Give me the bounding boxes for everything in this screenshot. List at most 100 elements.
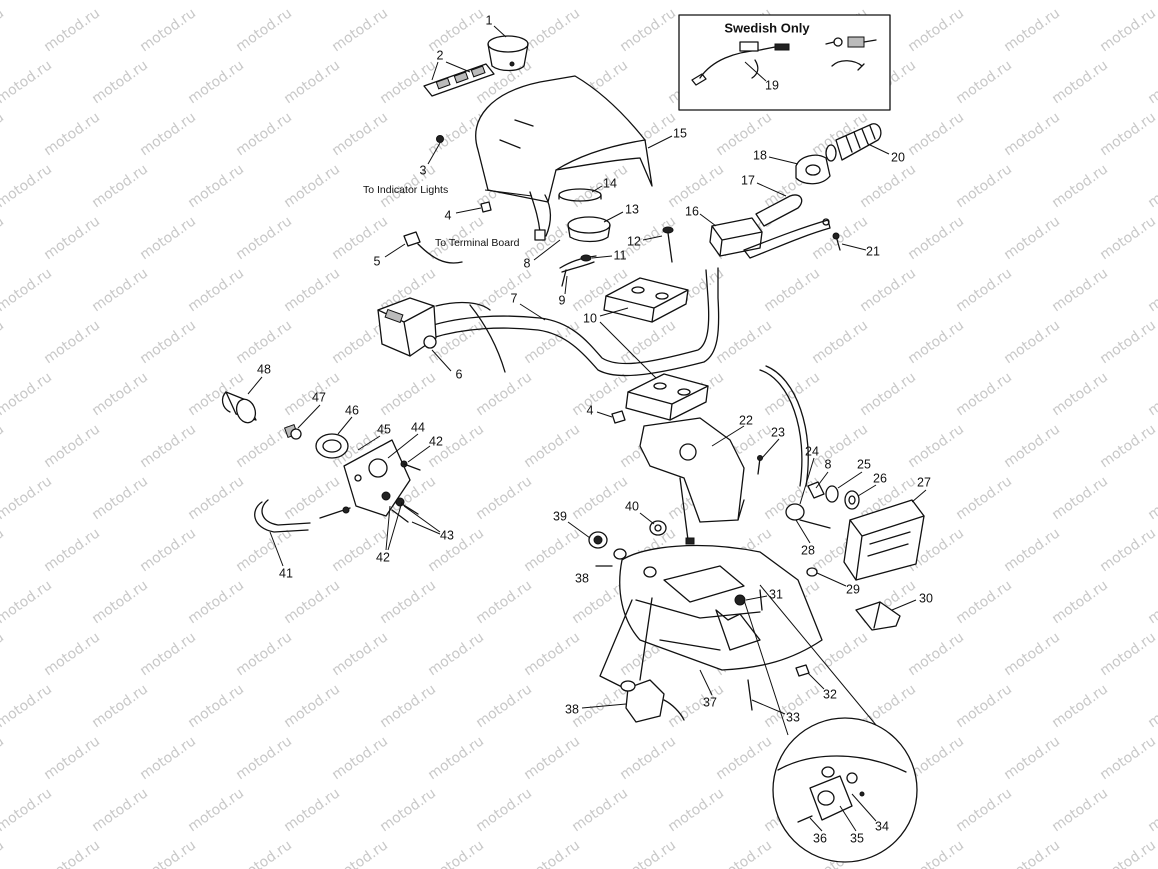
watermark-text: motod.ru	[953, 57, 1015, 107]
watermark-text: motod.ru	[137, 629, 199, 679]
watermark-text: motod.ru	[329, 213, 391, 263]
callout-38-lower: 38	[565, 702, 579, 716]
watermark-text: motod.ru	[233, 109, 295, 159]
callout-24: 24	[805, 444, 819, 458]
watermark-text: motod.ru	[41, 109, 103, 159]
watermark-text: motod.ru	[41, 317, 103, 367]
watermark-text: motod.ru	[0, 109, 7, 159]
inset-title: Swedish Only	[724, 20, 810, 35]
watermark-text: motod.ru	[281, 785, 343, 835]
watermark-text: motod.ru	[1049, 161, 1111, 211]
part-2-indicator-strip	[423, 63, 495, 97]
watermark-text: motod.ru	[905, 213, 967, 263]
callout-23: 23	[771, 425, 785, 439]
callout-40: 40	[625, 499, 639, 513]
callout-5: 5	[374, 254, 381, 268]
part-38-switch-lower	[620, 679, 685, 723]
watermark-text: motod.ru	[473, 577, 535, 627]
watermark-text: motod.ru	[0, 681, 55, 731]
watermark-text: motod.ru	[185, 785, 247, 835]
watermark-text: motod.ru	[185, 681, 247, 731]
watermark-text: motod.ru	[137, 109, 199, 159]
watermark-text: motod.ru	[953, 369, 1015, 419]
watermark-text: motod.ru	[0, 837, 7, 869]
watermark-text: motod.ru	[521, 525, 583, 575]
watermark-text: motod.ru	[425, 5, 487, 55]
part-10-riser-clamp-bottom	[625, 373, 709, 421]
watermark-text: motod.ru	[617, 317, 679, 367]
watermark-text: motod.ru	[905, 317, 967, 367]
leader-lines	[247, 25, 927, 832]
callout-45: 45	[377, 422, 391, 436]
watermark-text: motod.ru	[1049, 473, 1111, 523]
watermark-text: motod.ru	[1097, 5, 1158, 55]
indicator-wiring	[529, 191, 552, 241]
callout-20: 20	[891, 150, 905, 164]
part-37-lower-cover	[619, 544, 823, 671]
watermark-text: motod.ru	[1145, 785, 1158, 835]
watermark-text: motod.ru	[953, 681, 1015, 731]
watermark-text: motod.ru	[1097, 629, 1158, 679]
watermark-text: motod.ru	[89, 57, 151, 107]
watermark-text: motod.ru	[425, 629, 487, 679]
watermark-text: motod.ru	[137, 525, 199, 575]
watermark-text: motod.ru	[1145, 473, 1158, 523]
callout-30: 30	[919, 591, 933, 605]
watermark-text: motod.ru	[617, 5, 679, 55]
watermark-text: motod.ru	[1049, 577, 1111, 627]
watermark-text: motod.ru	[329, 733, 391, 783]
callout-6: 6	[456, 367, 463, 381]
watermark-text: motod.ru	[137, 421, 199, 471]
callout-28: 28	[801, 543, 815, 557]
watermark-text: motod.ru	[137, 733, 199, 783]
callout-46: 46	[345, 403, 359, 417]
watermark-text: motod.ru	[953, 473, 1015, 523]
watermark-text: motod.ru	[857, 369, 919, 419]
watermark-text: motod.ru	[617, 837, 679, 869]
watermark-text: motod.ru	[0, 525, 7, 575]
part-40-grommet	[649, 520, 667, 536]
callout-21: 21	[866, 244, 880, 258]
callout-18: 18	[753, 148, 767, 162]
part-43-screws	[391, 503, 419, 523]
watermark-text: motod.ru	[713, 837, 775, 869]
watermark-text: motod.ru	[0, 57, 55, 107]
callout-25: 25	[857, 457, 871, 471]
watermark-text: motod.ru	[233, 733, 295, 783]
watermark-text: motod.ru	[1049, 0, 1111, 3]
watermark-text: motod.ru	[89, 265, 151, 315]
part-12-bolt	[662, 226, 674, 263]
watermark-text: motod.ru	[905, 837, 967, 869]
callout-35: 35	[850, 831, 864, 845]
callout-27: 27	[917, 475, 931, 489]
callout-44: 44	[411, 420, 425, 434]
watermark-text: motod.ru	[857, 0, 919, 3]
watermark-text: motod.ru	[41, 733, 103, 783]
watermark-text: motod.ru	[1097, 109, 1158, 159]
watermark-text: motod.ru	[1097, 213, 1158, 263]
watermark-text: motod.ru	[953, 577, 1015, 627]
watermark-text: motod.ru	[329, 837, 391, 869]
watermark-text: motod.ru	[0, 733, 7, 783]
callout-2: 2	[437, 48, 444, 62]
watermark-text: motod.ru	[1145, 577, 1158, 627]
watermark-text: motod.ru	[281, 473, 343, 523]
callout-48: 48	[257, 362, 271, 376]
watermark-text: motod.ru	[905, 109, 967, 159]
watermark-text: motod.ru	[1001, 837, 1063, 869]
part-24-adjuster	[785, 503, 831, 529]
watermark-text: motod.ru	[473, 0, 535, 3]
watermark-text: motod.ru	[953, 0, 1015, 3]
watermark-text: motod.ru	[0, 369, 55, 419]
watermark-text: motod.ru	[281, 265, 343, 315]
watermark-text: motod.ru	[0, 421, 7, 471]
watermark-text: motod.ru	[761, 265, 823, 315]
watermark-text: motod.ru	[185, 473, 247, 523]
watermark-text: motod.ru	[521, 5, 583, 55]
watermark-text: motod.ru	[1097, 733, 1158, 783]
callout-7: 7	[511, 291, 518, 305]
part-23-screw	[757, 455, 763, 475]
watermark-text: motod.ru	[1097, 525, 1158, 575]
watermark-text: motod.ru	[665, 0, 727, 3]
watermark-text: motod.ru	[1097, 837, 1158, 869]
